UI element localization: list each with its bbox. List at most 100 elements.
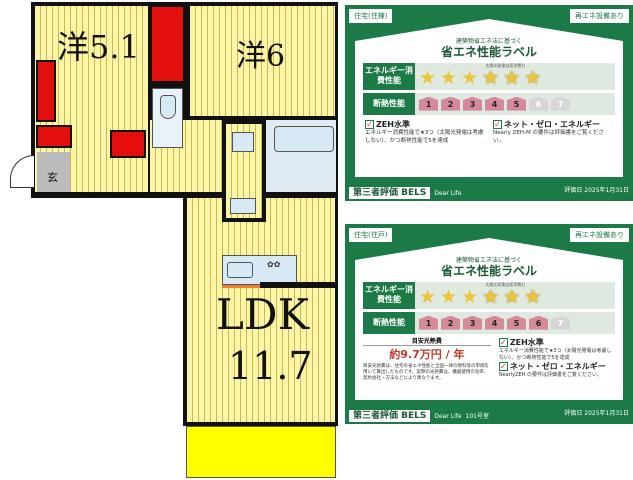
cost-desc: 目安光熱費は、住宅の省エネ性能と全国一律の燃料等の単価を用いて算出したものです。… <box>363 363 489 382</box>
bathtub-icon <box>274 126 334 152</box>
bels-logo: 第三者評価 BELS <box>349 186 431 199</box>
kitchen-counter: ✿✿ <box>222 255 297 285</box>
insulation-level-4: 4 <box>485 315 504 330</box>
label-subtitle: 建築物省エネ法に基づく <box>455 257 522 264</box>
energy-row: エネルギー消費性能 太陽光発電自家消費分 ★★★★★★ <box>363 281 615 309</box>
label-body: 建築物省エネ法に基づく 省エネ性能ラベル エネルギー消費性能 太陽光発電自家消費… <box>355 238 623 400</box>
net-zero-check: ✓ネット・ゼロ・エネルギー <box>498 361 615 372</box>
energy-label: エネルギー消費性能 <box>363 281 415 309</box>
label-title: 省エネ性能ラベル <box>440 45 537 60</box>
washroom <box>226 124 262 218</box>
energy-stars: ★★★★★★ <box>415 66 545 90</box>
zeh-check: ✓ZEH水準 <box>498 337 615 348</box>
solar-note: 太陽光発電自家消費分 <box>485 62 526 68</box>
energy-label: エネルギー消費性能 <box>363 62 415 90</box>
washbasin-icon <box>230 198 256 214</box>
star-icon: ★ <box>461 285 479 308</box>
bels-logo: 第三者評価 BELS <box>349 409 431 422</box>
cost-heading: 目安光熱費 <box>363 338 491 347</box>
solar-note: 太陽光発電自家消費分 <box>485 281 526 287</box>
toilet-room <box>152 88 183 148</box>
room-western-6 <box>190 6 335 116</box>
label-subtitle: 建築物省エネ法に基づく <box>455 38 522 45</box>
insulation-level-5: 5 <box>507 315 526 330</box>
energy-stars: ★★★★★★ <box>415 285 545 309</box>
washing-machine-icon <box>232 132 254 152</box>
star-icon: ★ <box>440 285 458 308</box>
insulation-label: 断熱性能 <box>363 311 415 334</box>
label-type-tab: 住宅(住戸) <box>349 228 393 242</box>
bathroom <box>266 120 336 192</box>
insulation-level-7: 7 <box>551 96 570 111</box>
net-zero-desc: NearlyZEH の要件は評価書をご覧ください。 <box>498 372 603 379</box>
insulation-level-2: 2 <box>441 315 460 330</box>
company-name: Dear Life <box>434 412 462 420</box>
net-zero-label: ネット・ゼロ・エネルギー <box>509 361 606 371</box>
wall-kitchen <box>260 282 338 288</box>
range-hood <box>222 285 260 288</box>
solar-star-icon: ★ <box>482 66 500 89</box>
room-area-ldk: 11.7 <box>228 344 313 388</box>
insulation-level-1: 1 <box>419 315 438 330</box>
solar-star-icon: ★ <box>482 285 500 308</box>
insulation-level-2: 2 <box>441 96 460 111</box>
bels-label-unit: 住宅(住戸) 再エネ設備あり 建築物省エネ法に基づく 省エネ性能ラベル エネルギ… <box>345 224 633 424</box>
evaluation-date: 評価日 2025年1月31日 <box>564 186 629 194</box>
insulation-level-7: 7 <box>551 315 570 330</box>
insulation-level-5: 5 <box>507 96 526 111</box>
renewable-badge: 再エネ設備あり <box>570 228 629 242</box>
solar-star-icon: ★ <box>503 285 521 308</box>
renewable-badge: 再エネ設備あり <box>570 9 629 23</box>
balcony <box>186 426 336 478</box>
insulation-label: 断熱性能 <box>363 92 415 115</box>
insulation-level-3: 3 <box>463 315 482 330</box>
storage <box>110 130 146 158</box>
closet <box>150 5 185 83</box>
stove-icon: ✿✿ <box>267 260 281 269</box>
room-ldk <box>187 198 335 422</box>
zeh-label: ZEH水準 <box>376 119 410 129</box>
insulation-level-6: 6 <box>529 96 548 111</box>
insulation-level-4: 4 <box>485 96 504 111</box>
closet <box>36 60 56 122</box>
solar-star-icon: ★ <box>524 285 542 308</box>
zeh-desc: エネルギー消費性能で★3つ（太陽光発電は考慮しない）、かつ断熱性能で5を達成 <box>498 347 612 361</box>
solar-star-icon: ★ <box>503 66 521 89</box>
insulation-level-3: 3 <box>463 96 482 111</box>
check-icon: ✓ <box>498 337 508 347</box>
insulation-level-6: 6 <box>529 315 548 330</box>
check-icon: ✓ <box>498 361 508 371</box>
room-label-western-5-1: 洋5.1 <box>57 28 140 66</box>
energy-row: エネルギー消費性能 太陽光発電自家消費分 ★★★★★★ <box>363 62 615 90</box>
company-name: Dear Life <box>434 189 462 197</box>
room-number: 101号室 <box>465 412 489 420</box>
evaluation-date: 評価日 2025年1月31日 <box>564 409 629 417</box>
toilet-icon <box>160 95 176 119</box>
insulation-level-1: 1 <box>419 96 438 111</box>
net-zero-desc: Nearly ZEH-M の要件は評価書をご覧ください。 <box>493 129 605 144</box>
star-icon: ★ <box>419 285 437 308</box>
zeh-check: ✓ZEH水準 <box>365 119 485 130</box>
solar-star-icon: ★ <box>524 66 542 89</box>
label-body: 建築物省エネ法に基づく 省エネ性能ラベル エネルギー消費性能 太陽光発電自家消費… <box>355 19 623 177</box>
room-label-ldk: LDK <box>216 290 309 339</box>
zeh-desc: エネルギー消費性能で★3つ（太陽光発電は考慮しない）、かつ断熱性能で5を達成 <box>365 129 484 144</box>
entrance-label: 玄 <box>47 171 58 184</box>
zeh-label: ZEH水準 <box>509 337 544 347</box>
label-title: 省エネ性能ラベル <box>440 264 537 279</box>
annual-energy-cost: 約9.7万円 / 年 <box>389 348 465 362</box>
room-label-western-6: 洋6 <box>236 39 286 74</box>
shoe-storage <box>36 125 72 148</box>
entry-door[interactable] <box>10 155 34 188</box>
star-icon: ★ <box>440 66 458 89</box>
check-icon: ✓ <box>493 119 502 129</box>
sink-icon <box>227 262 253 278</box>
net-zero-check: ✓ネット・ゼロ・エネルギー <box>493 119 613 130</box>
star-icon: ★ <box>419 66 437 89</box>
